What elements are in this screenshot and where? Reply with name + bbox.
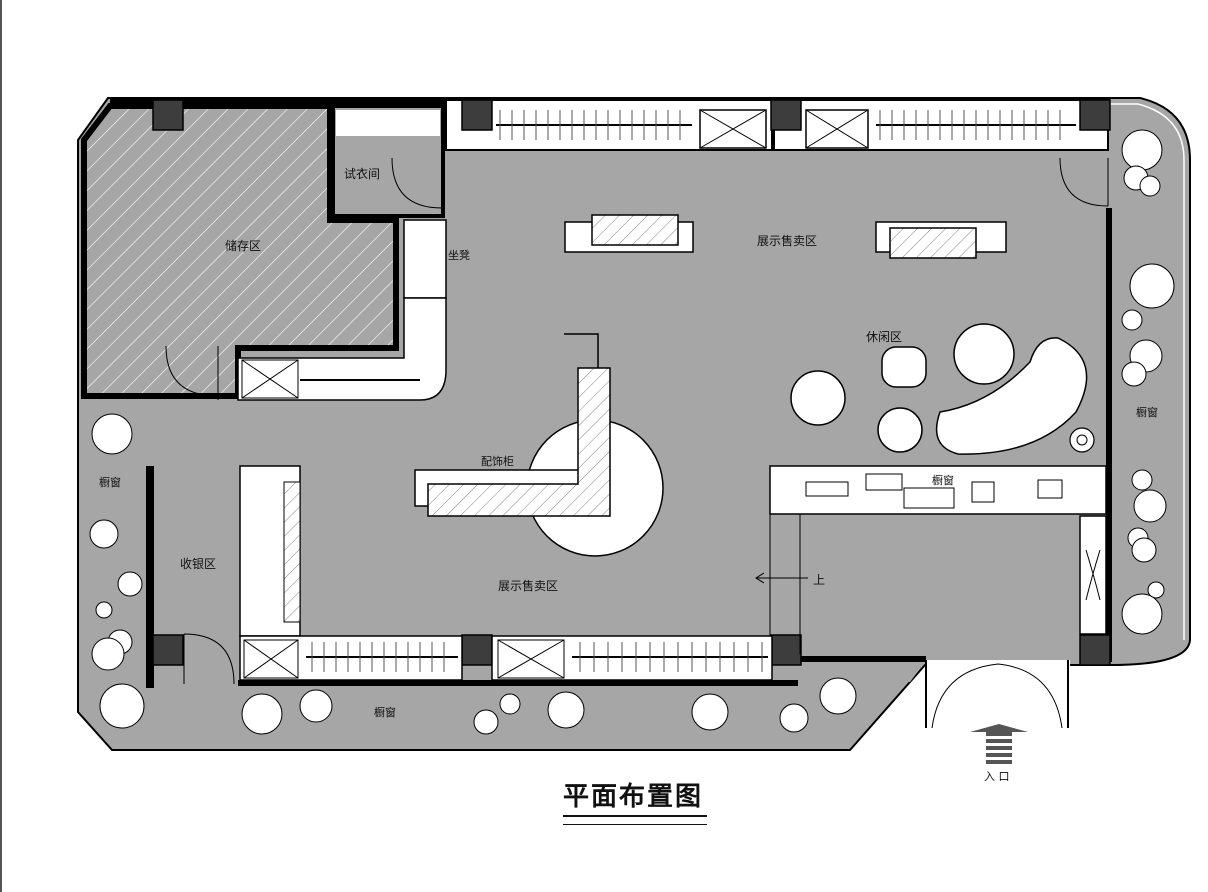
- curved-sofa: [935, 337, 1088, 455]
- label-window-right: 橱窗: [1136, 406, 1158, 419]
- column: [1079, 634, 1111, 666]
- label-display-upper: 展示售卖区: [757, 234, 818, 248]
- round-table: [877, 407, 923, 453]
- column: [461, 99, 493, 131]
- window-counter: [769, 465, 1107, 515]
- title-underline-thin: [563, 824, 707, 825]
- page-edge-line: [0, 0, 2, 892]
- label-window-left: 橱窗: [99, 476, 121, 489]
- label-display-lower: 展示售卖区: [498, 579, 559, 593]
- round-table: [953, 323, 1015, 385]
- label-entrance: 入 口: [984, 770, 1010, 783]
- column: [461, 634, 493, 666]
- column: [1079, 99, 1111, 131]
- entrance-door-frame: [926, 660, 1070, 730]
- label-fitting-room: 试衣间: [344, 167, 381, 181]
- label-lounge: 休闲区: [866, 330, 903, 344]
- title-underline: [563, 815, 707, 817]
- label-accessory-cabinet: 配饰柜: [481, 455, 514, 468]
- column: [152, 634, 184, 666]
- label-cashier: 收银区: [180, 557, 217, 571]
- label-up: 上: [813, 573, 826, 587]
- drawing-title: 平面布置图: [563, 782, 704, 812]
- stool-bench: [403, 219, 447, 299]
- column: [770, 99, 802, 131]
- column: [770, 634, 802, 666]
- armchair: [881, 346, 927, 388]
- label-window-bottom: 橱窗: [374, 706, 396, 719]
- round-table: [790, 370, 846, 426]
- column: [152, 99, 184, 131]
- label-stool: 坐凳: [448, 249, 470, 262]
- label-window-middle: 橱窗: [932, 474, 954, 487]
- accessory-cabinet: [427, 367, 611, 517]
- label-storage: 储存区: [225, 239, 262, 253]
